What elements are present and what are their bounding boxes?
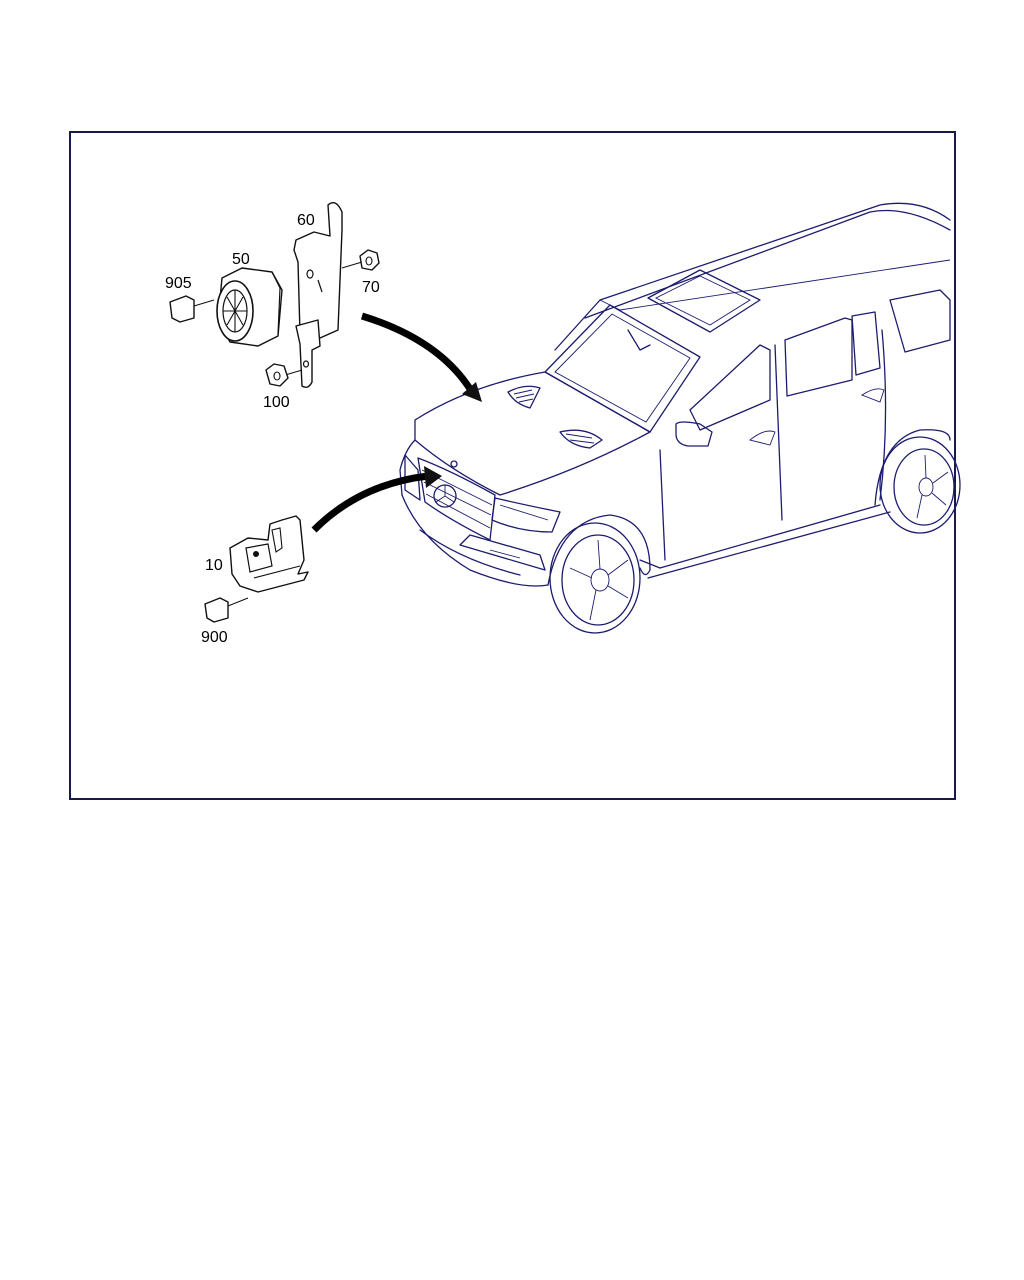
headlight — [491, 497, 561, 533]
part-100-nut — [265, 363, 303, 387]
front-wheel — [549, 522, 641, 634]
part-60-bracket — [293, 202, 343, 389]
callout-905: 905 — [165, 275, 192, 292]
diagram-frame — [69, 131, 956, 800]
part-10-hood-lock — [229, 515, 309, 593]
callout-100: 100 — [263, 394, 290, 411]
callout-70: 70 — [362, 279, 380, 296]
callout-900: 900 — [201, 629, 228, 646]
arrow-lower — [311, 466, 442, 533]
windshield — [544, 304, 701, 433]
callout-60: 60 — [297, 212, 315, 229]
arrow-upper — [360, 312, 482, 402]
callout-10: 10 — [205, 557, 223, 574]
part-905-connector — [169, 295, 215, 323]
side-mirror — [675, 421, 713, 447]
hood — [414, 371, 651, 496]
vehicle-outline — [399, 202, 961, 634]
part-70-nut — [341, 249, 380, 271]
brand-emblem — [433, 484, 457, 508]
part-900-connector — [204, 597, 249, 623]
callout-50: 50 — [232, 251, 250, 268]
rear-wheel — [879, 436, 961, 534]
sunroof — [647, 269, 761, 333]
part-50-horn — [216, 267, 283, 347]
